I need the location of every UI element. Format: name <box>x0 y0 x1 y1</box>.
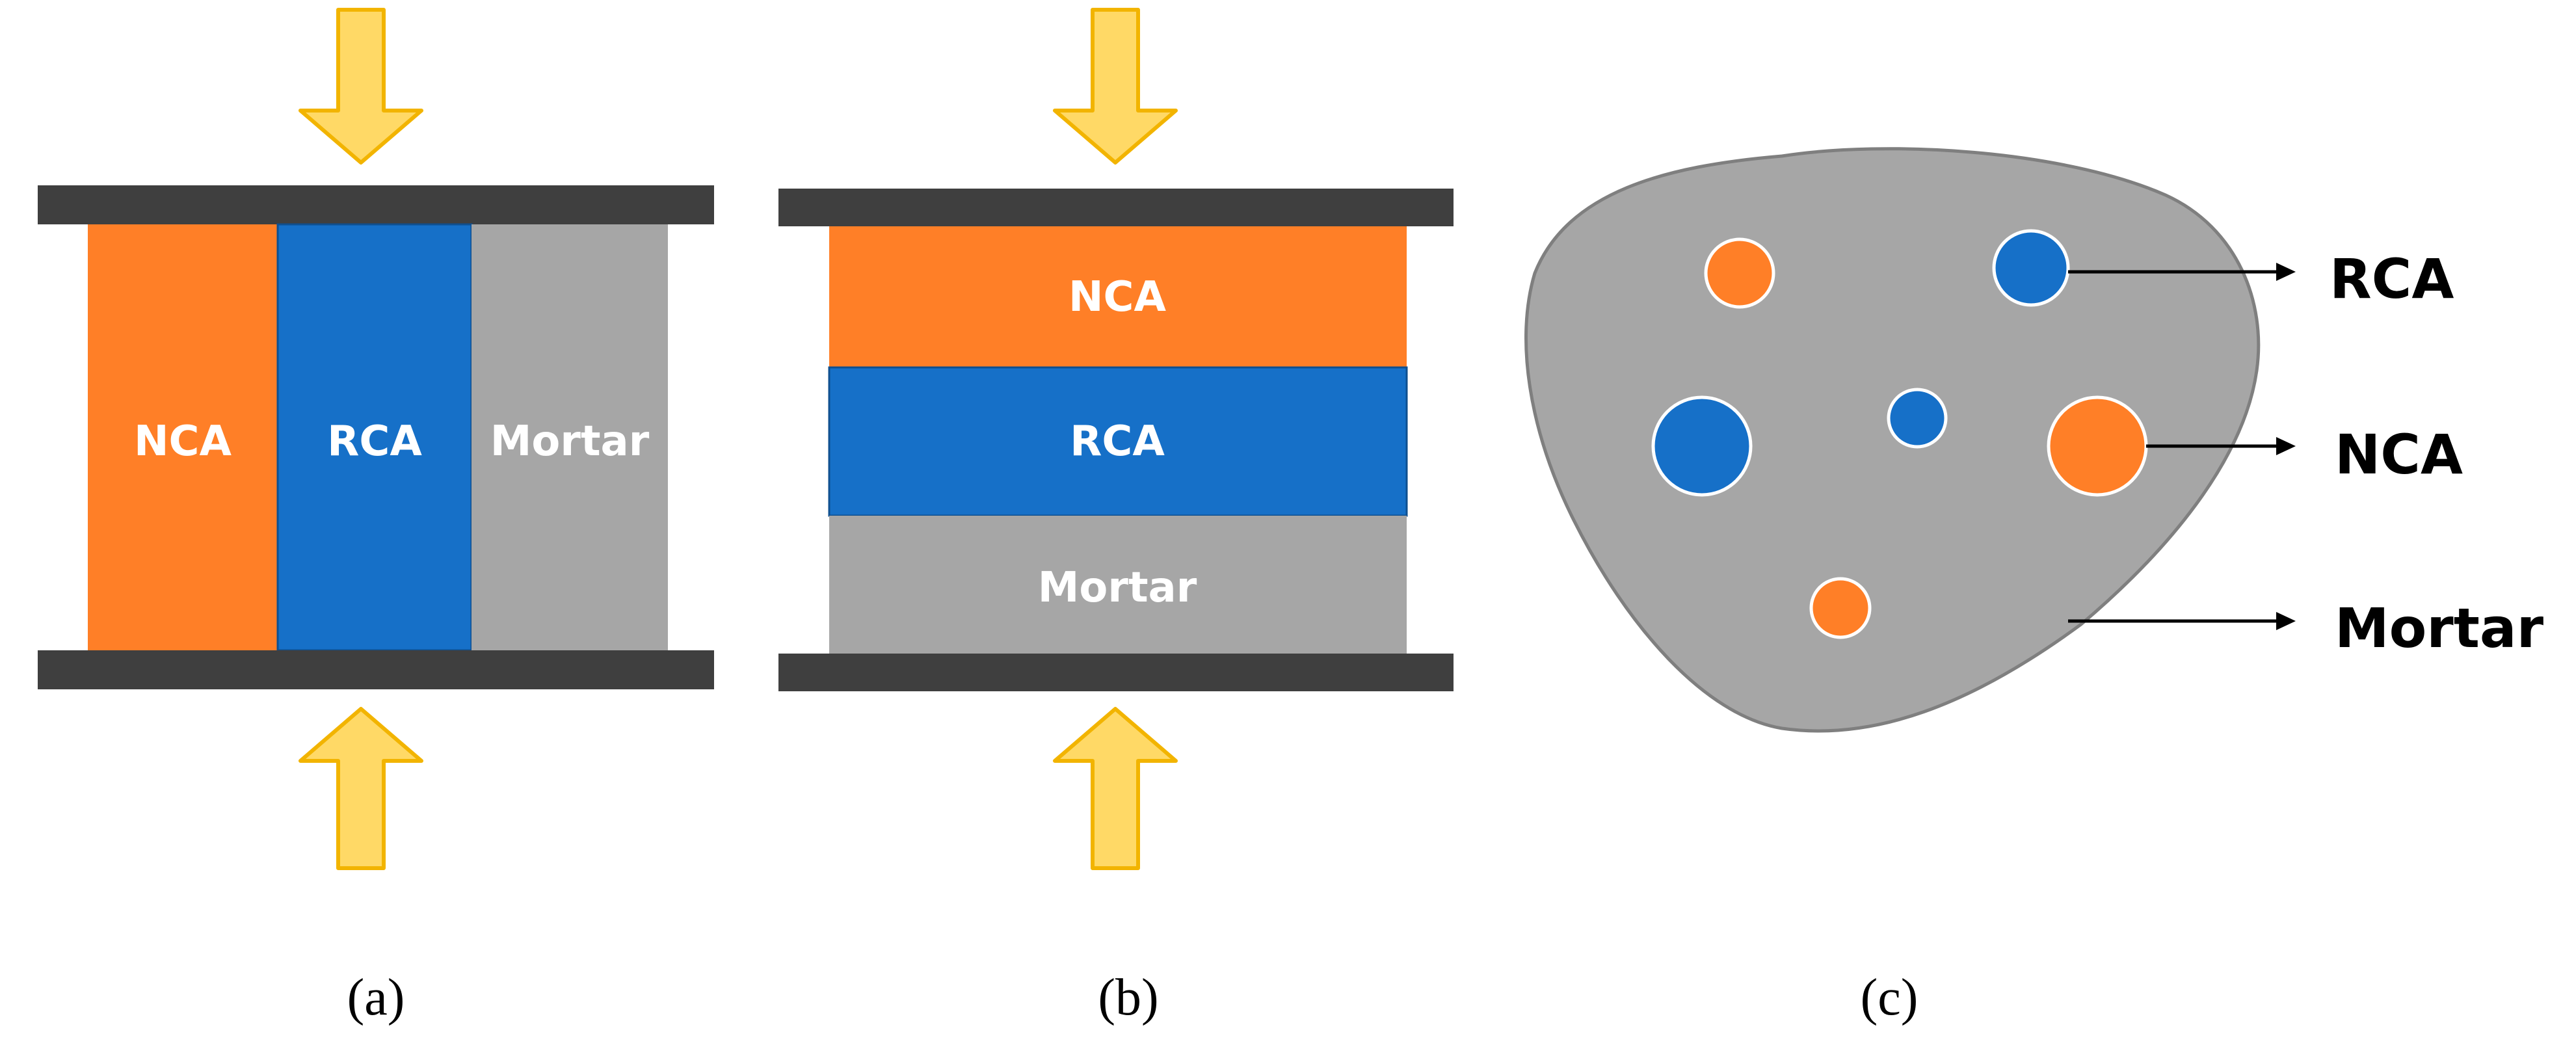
rca-layer-label: RCA <box>1070 417 1165 466</box>
mortar-layer-label: Mortar <box>490 417 650 466</box>
arrow-right-icon <box>2276 612 2296 630</box>
mortar-matrix <box>1524 147 2261 733</box>
load-arrow-up-icon <box>1053 707 1178 870</box>
panel-b: NCA RCA Mortar (b) <box>778 8 1454 1026</box>
rca-callout <box>2068 263 2296 281</box>
nca-callout <box>2146 437 2296 455</box>
nca-layer <box>829 226 1407 367</box>
panel-c-caption: (c) <box>1861 969 1919 1026</box>
rca-layer <box>276 223 473 652</box>
nca-callout-label: NCA <box>2335 423 2463 486</box>
panel-b-caption: (b) <box>1098 969 1158 1026</box>
arrow-right-icon <box>2276 437 2296 455</box>
rca-particle <box>1992 229 2070 307</box>
rca-particle <box>1887 388 1948 449</box>
panel-a-caption: (a) <box>347 969 405 1026</box>
mortar-callout <box>2068 612 2296 630</box>
nca-particle <box>1704 237 1775 309</box>
rca-particle <box>1651 395 1753 497</box>
rca-callout-label: RCA <box>2330 247 2454 311</box>
nca-layer-label: NCA <box>1069 273 1167 321</box>
nca-particle <box>1809 577 1872 639</box>
load-arrow-down-icon <box>1053 8 1178 165</box>
bottom-platen <box>38 650 714 689</box>
nca-particle <box>2047 395 2148 497</box>
mortar-callout-label: Mortar <box>2335 596 2544 660</box>
nca-layer <box>88 224 278 650</box>
nca-layer-label: NCA <box>134 417 232 466</box>
mortar-layer <box>829 516 1407 654</box>
panel-a: NCA RCA Mortar (a) <box>38 8 714 1026</box>
top-platen <box>778 189 1454 226</box>
rca-layer-label: RCA <box>327 417 422 466</box>
mortar-layer <box>471 224 668 650</box>
load-arrow-up-icon <box>299 707 423 870</box>
arrow-right-icon <box>2276 263 2296 281</box>
bottom-platen <box>778 654 1454 691</box>
panel-c: RCA NCA Mortar (c) <box>1524 147 2544 1026</box>
load-arrow-down-icon <box>299 8 423 165</box>
top-platen <box>38 185 714 224</box>
mortar-layer-label: Mortar <box>1038 564 1197 612</box>
